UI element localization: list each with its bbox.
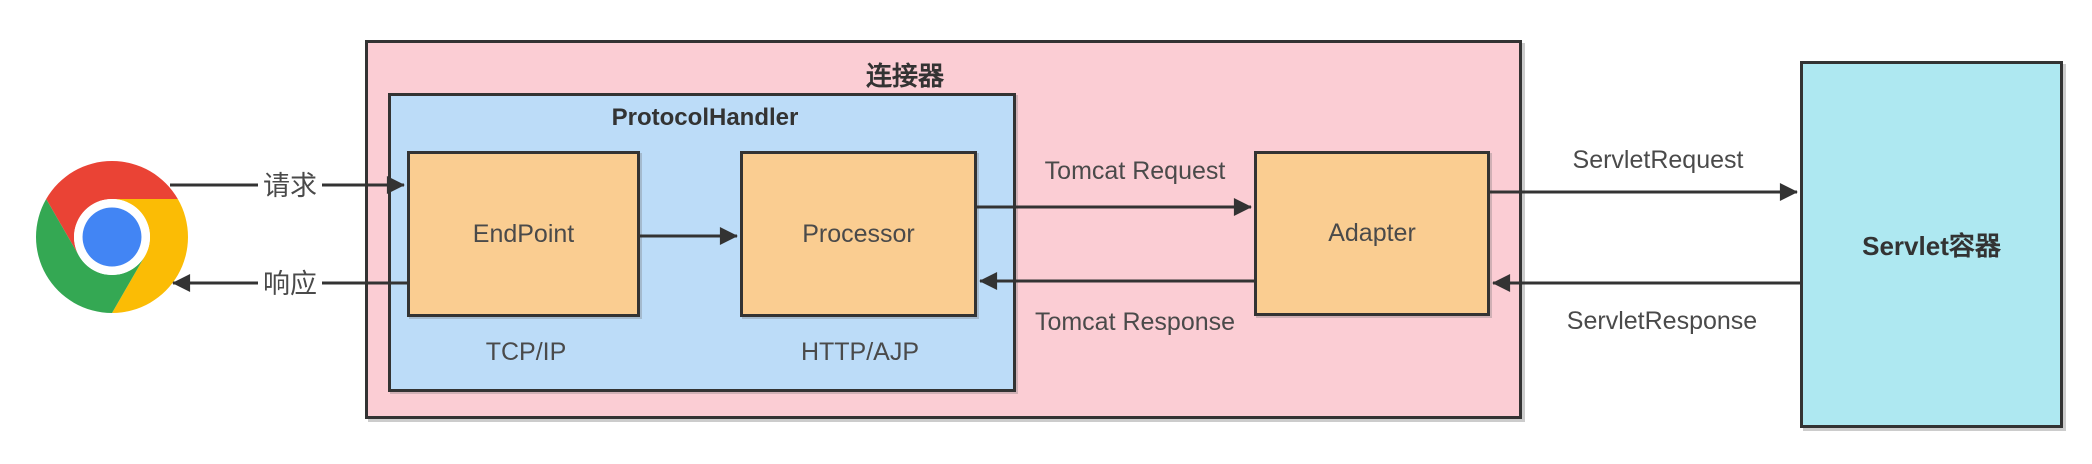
servlet-response-arrow-label: ServletResponse bbox=[1566, 307, 1758, 335]
connector-title: 连接器 bbox=[865, 61, 945, 91]
tomcat-request-arrow-label: Tomcat Request bbox=[1044, 157, 1226, 185]
response-arrow-label: 响应 bbox=[258, 270, 322, 298]
endpoint-label: EndPoint bbox=[472, 219, 575, 248]
processor-box: Processor bbox=[740, 151, 977, 317]
adapter-box: Adapter bbox=[1254, 151, 1490, 316]
chrome-logo-icon bbox=[36, 161, 188, 313]
tomcat-response-arrow-label: Tomcat Response bbox=[1034, 308, 1236, 336]
endpoint-sublabel-tcpip: TCP/IP bbox=[485, 338, 567, 366]
servlet-container-box: Servlet容器 bbox=[1800, 61, 2063, 428]
adapter-label: Adapter bbox=[1328, 219, 1416, 247]
request-arrow-label: 请求 bbox=[258, 172, 322, 200]
servlet-request-arrow-label: ServletRequest bbox=[1572, 146, 1744, 174]
endpoint-box: EndPoint bbox=[407, 151, 640, 317]
processor-sublabel-httpajp: HTTP/AJP bbox=[800, 338, 920, 366]
servlet-container-title: Servlet容器 bbox=[1862, 231, 2001, 261]
processor-label: Processor bbox=[802, 219, 915, 248]
protocol-handler-title: ProtocolHandler bbox=[611, 104, 799, 131]
